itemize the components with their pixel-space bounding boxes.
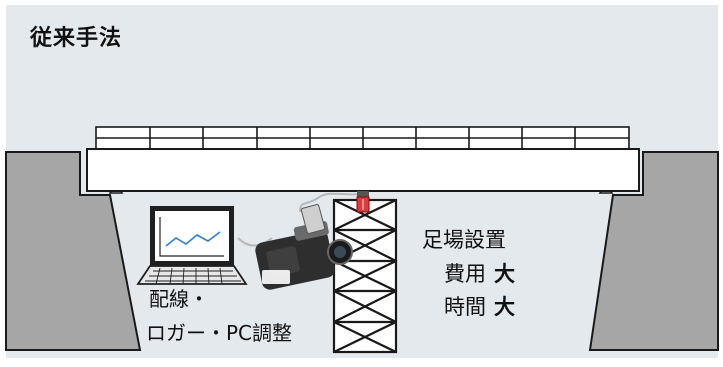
left-abutment: [5, 151, 142, 351]
logger-pc-label: ロガー・PC調整: [146, 321, 293, 345]
cost-row: 費用大: [444, 264, 515, 285]
cost-value: 大: [494, 262, 515, 286]
wiring-label: 配線・: [149, 287, 209, 311]
scaffold-label: 足場設置: [422, 228, 506, 252]
time-value: 大: [494, 295, 515, 319]
time-row: 時間大: [444, 297, 515, 318]
laptop-icon: [136, 206, 248, 285]
right-abutment: [588, 151, 719, 351]
video-camera-icon: [255, 204, 353, 290]
time-label: 時間: [444, 295, 486, 319]
deck-railing: [95, 126, 630, 150]
section-title: 従来手法: [30, 26, 123, 51]
bridge-deck: [86, 148, 640, 192]
scaffold-tower: [332, 198, 398, 354]
sensor-icon: [356, 191, 370, 213]
laptop-cable: [237, 237, 273, 247]
cost-label: 費用: [444, 262, 486, 286]
sensor-cable: [299, 192, 361, 213]
